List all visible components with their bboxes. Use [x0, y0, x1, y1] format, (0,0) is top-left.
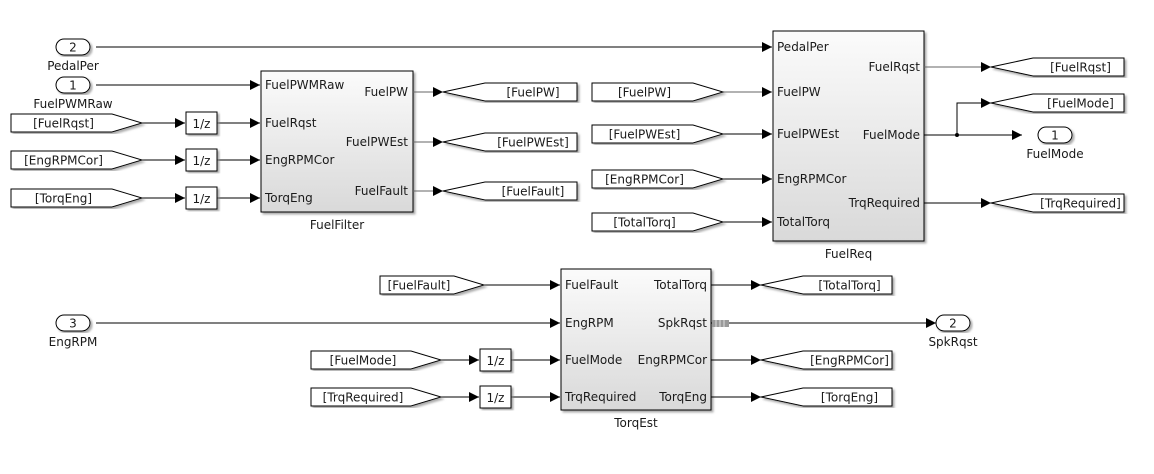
unit-delay-block[interactable] [185, 111, 218, 135]
goto-tag-label: [TorqEng] [821, 391, 878, 405]
from-tag[interactable] [310, 350, 443, 370]
port-label: TorqEng [264, 191, 313, 205]
subsystem-torqest[interactable] [560, 268, 712, 411]
inport-engrpm-number: 3 [69, 317, 77, 331]
from-tag[interactable] [10, 150, 144, 170]
port-label: EngRPMCor [265, 153, 334, 167]
goto-tag[interactable] [442, 132, 578, 152]
from-tag[interactable] [591, 82, 725, 102]
port-label: FuelRqst [265, 116, 317, 130]
inport-pedalper[interactable] [55, 38, 91, 56]
subsystem-torqest-label: TorqEst [613, 416, 658, 430]
from-tag-label: [TrqRequired] [323, 391, 404, 405]
port-label: FuelPWEst [346, 135, 409, 149]
port-label: TorqEng [658, 390, 707, 404]
port-label: FuelPWMRaw [265, 78, 344, 92]
port-label: EngRPM [565, 316, 614, 330]
port-label: EngRPMCor [638, 353, 707, 367]
port-label: FuelMode [863, 128, 920, 142]
from-tag[interactable] [310, 387, 443, 407]
port-label: TotalTorq [776, 215, 830, 229]
port-label: FuelPW [777, 85, 821, 99]
from-tag-label: [FuelPW] [618, 86, 671, 100]
unit-delay-label: 1/z [487, 354, 505, 368]
goto-tag-label: [FuelPW] [506, 86, 559, 100]
goto-tag[interactable] [990, 57, 1125, 77]
from-tag[interactable] [591, 124, 725, 144]
branch-point [955, 133, 959, 137]
from-tag-label: [FuelFault] [388, 279, 451, 293]
port-label: PedalPer [777, 40, 829, 54]
from-tag-label: [TorqEng] [35, 192, 92, 206]
unit-delay-block[interactable] [185, 148, 218, 172]
port-label: FuelMode [565, 353, 622, 367]
inport-pedalper-number: 2 [69, 41, 77, 55]
signal-line[interactable] [956, 98, 991, 135]
from-tag-label: [EngRPMCor] [605, 173, 684, 187]
port-label: TotalTorq [653, 278, 707, 292]
unit-delay-block[interactable] [185, 186, 218, 210]
inport-fuelpwmraw[interactable] [55, 76, 91, 94]
subsystem-fuelreq-label: FuelReq [825, 247, 872, 261]
outport-spkrqst-name: SpkRqst [928, 335, 977, 349]
unit-delay-label: 1/z [193, 192, 211, 206]
goto-tag[interactable] [760, 350, 893, 370]
goto-tag-label: [TotalTorq] [818, 279, 880, 293]
from-tag-label: [TotalTorq] [613, 216, 675, 230]
port-label: TrqRequired [848, 196, 920, 210]
inport-fuelpwmraw-number: 1 [69, 79, 77, 93]
inport-fuelpwmraw-name: FuelPWMRaw [33, 97, 112, 111]
unit-delay-block[interactable] [479, 385, 512, 409]
goto-tag[interactable] [990, 193, 1125, 213]
from-tag-label: [FuelMode] [330, 354, 397, 368]
unit-delay-label: 1/z [193, 154, 211, 168]
outport-spkrqst[interactable] [935, 314, 971, 332]
port-label: FuelFault [565, 278, 619, 292]
goto-tag[interactable] [990, 93, 1125, 113]
goto-tag[interactable] [760, 387, 893, 407]
from-tag[interactable] [10, 188, 144, 208]
goto-tag-label: [EngRPMCor] [810, 354, 889, 368]
inport-engrpm[interactable] [55, 314, 91, 332]
unit-delay-block[interactable] [479, 348, 512, 372]
from-tag[interactable] [591, 212, 725, 232]
outport-fuelmode-number: 1 [1051, 129, 1059, 143]
port-label: TrqRequired [564, 390, 636, 404]
port-label: FuelPWEst [777, 127, 840, 141]
from-tag[interactable] [10, 113, 144, 133]
goto-tag-label: [FuelRqst] [1050, 61, 1111, 75]
port-label: EngRPMCor [777, 172, 846, 186]
inport-pedalper-name: PedalPer [47, 59, 99, 73]
from-tag[interactable] [379, 275, 486, 295]
subsystem-fuelfilter[interactable] [260, 70, 414, 213]
from-tag-label: [FuelPWEst] [609, 128, 681, 142]
from-tag[interactable] [591, 169, 725, 189]
outport-fuelmode-name: FuelMode [1026, 147, 1083, 161]
port-label: FuelPW [364, 85, 408, 99]
goto-tag[interactable] [442, 82, 578, 102]
subsystem-fuelfilter-label: FuelFilter [310, 218, 364, 232]
outport-spkrqst-number: 2 [949, 317, 957, 331]
subsystem-fuelreq[interactable] [772, 30, 925, 242]
inport-engrpm-name: EngRPM [49, 335, 98, 349]
goto-tag[interactable] [760, 275, 893, 295]
goto-tag-label: [FuelPWEst] [497, 136, 569, 150]
goto-tag-label: [FuelMode] [1047, 97, 1114, 111]
outport-fuelmode[interactable] [1037, 126, 1073, 144]
port-label: FuelRqst [869, 60, 921, 74]
from-tag-label: [FuelRqst] [33, 117, 94, 131]
unit-delay-label: 1/z [487, 391, 505, 405]
goto-tag-label: [TrqRequired] [1040, 197, 1121, 211]
unit-delay-label: 1/z [193, 117, 211, 131]
port-label: FuelFault [355, 184, 409, 198]
goto-tag[interactable] [442, 181, 578, 201]
port-label: SpkRqst [658, 316, 707, 330]
goto-tag-label: [FuelFault] [502, 185, 565, 199]
from-tag-label: [EngRPMCor] [24, 154, 103, 168]
